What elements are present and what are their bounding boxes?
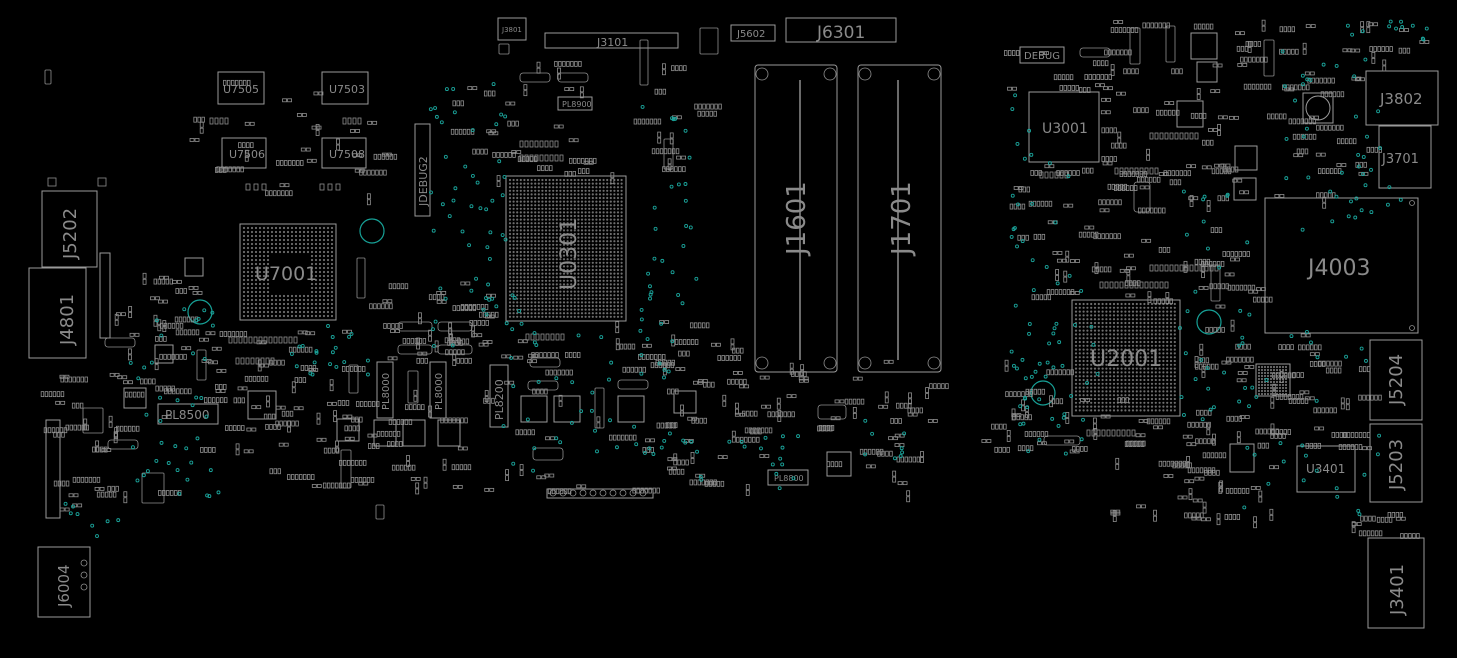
u7503-label: U7503 <box>329 83 365 96</box>
pl8000b-label: PL8000 <box>434 373 445 410</box>
mounting-holes <box>187 218 1222 406</box>
j1601-label: J1601 <box>782 181 812 257</box>
connector-j4003[interactable]: J4003 <box>1264 197 1419 334</box>
u3001-label: U3001 <box>1042 121 1088 137</box>
inductor-pl8500[interactable]: PL8500 <box>157 403 219 425</box>
connector-j5602[interactable]: J5602 <box>730 24 776 42</box>
inductor-pl8900[interactable]: PL8900 <box>557 96 593 111</box>
j3801-label: J3801 <box>501 26 522 34</box>
u7508-label: U7508 <box>329 148 365 161</box>
connector-debug[interactable]: DEBUG <box>1019 46 1065 64</box>
connector-j3101[interactable]: J3101 <box>544 32 679 49</box>
u2001-label: U2001 <box>1090 347 1162 372</box>
power-parts-right <box>1176 32 1334 473</box>
j3701-label: J3701 <box>1381 152 1419 167</box>
pl8000a-label: PL8000 <box>381 373 392 410</box>
inductor-pl8200[interactable]: PL8200 <box>489 364 509 428</box>
dimm-slot-j1701[interactable]: J1701 <box>857 64 942 373</box>
smd-passive-components <box>40 19 1430 539</box>
connector-j5203[interactable]: J5203 <box>1369 423 1423 503</box>
j5602-label: J5602 <box>736 29 765 40</box>
debug-label: DEBUG <box>1024 51 1060 62</box>
connector-j3401[interactable]: J3401 <box>1367 537 1425 629</box>
j6301-label: J6301 <box>816 23 865 43</box>
chip-u2001[interactable]: U2001 <box>1071 299 1181 417</box>
pin-header-left <box>45 252 111 519</box>
j5203-label: J5203 <box>1386 439 1407 491</box>
j3401-label: J3401 <box>1387 564 1408 616</box>
dimm-slot-j1601[interactable]: J1601 <box>754 64 838 373</box>
j5204-label: J5204 <box>1386 354 1407 406</box>
pl8900-label: PL8900 <box>562 100 592 109</box>
j3101-label: J3101 <box>596 36 628 49</box>
connector-jdebug2[interactable]: JDEBUG2 <box>414 123 431 217</box>
u0301-ball-grid <box>508 178 623 318</box>
pl8500-label: PL8500 <box>165 408 209 422</box>
test-vias <box>63 19 1429 539</box>
u7506-label: U7506 <box>229 148 265 161</box>
j4801-label: J4801 <box>57 294 78 346</box>
pl8200-label: PL8200 <box>493 379 506 420</box>
chip-u3001[interactable]: U3001 <box>1028 91 1100 163</box>
connector-j6301[interactable]: J6301 <box>785 17 897 43</box>
connector-j3802[interactable]: J3802 <box>1365 70 1439 126</box>
inductor-pl8000-a[interactable]: PL8000 <box>376 361 394 419</box>
j4003-label: J4003 <box>1306 256 1370 281</box>
j5202-label: J5202 <box>60 208 81 260</box>
connector-j6004[interactable]: J6004 <box>37 546 91 618</box>
u0301-label: U0301 <box>557 218 582 290</box>
chip-u7505[interactable]: U7505 <box>217 71 265 105</box>
u2001-ball-grid <box>1074 302 1176 412</box>
connector-j3801[interactable]: J3801 <box>497 17 527 41</box>
connector-j4801[interactable]: J4801 <box>28 267 87 359</box>
u3401-label: U3401 <box>1306 462 1345 476</box>
connector-j3701[interactable]: J3701 <box>1378 125 1432 189</box>
j1701-label: J1701 <box>887 181 917 257</box>
pl8800-label: PL8800 <box>774 474 804 483</box>
chip-u7506[interactable]: U7506 <box>221 137 267 169</box>
connector-j5202[interactable]: J5202 <box>41 177 107 268</box>
chip-u7001[interactable]: U7001 <box>239 223 337 321</box>
u7001-ball-grid <box>242 226 334 318</box>
connector-j5204[interactable]: J5204 <box>1369 339 1423 421</box>
chip-u3401[interactable]: U3401 <box>1296 445 1356 493</box>
u7505-label: U7505 <box>223 83 259 96</box>
chip-u7503[interactable]: U7503 <box>321 71 369 105</box>
j6004-label: J6004 <box>55 564 73 608</box>
jdebug2-label: JDEBUG2 <box>417 156 430 207</box>
inductor-pl8000-b[interactable]: PL8000 <box>429 361 447 419</box>
inductor-pl8800[interactable]: PL8800 <box>767 469 809 486</box>
u7001-label: U7001 <box>255 263 317 285</box>
chip-u0301[interactable]: U0301 <box>505 175 627 322</box>
j3802-label: J3802 <box>1379 90 1423 108</box>
chip-u7508[interactable]: U7508 <box>321 137 367 169</box>
